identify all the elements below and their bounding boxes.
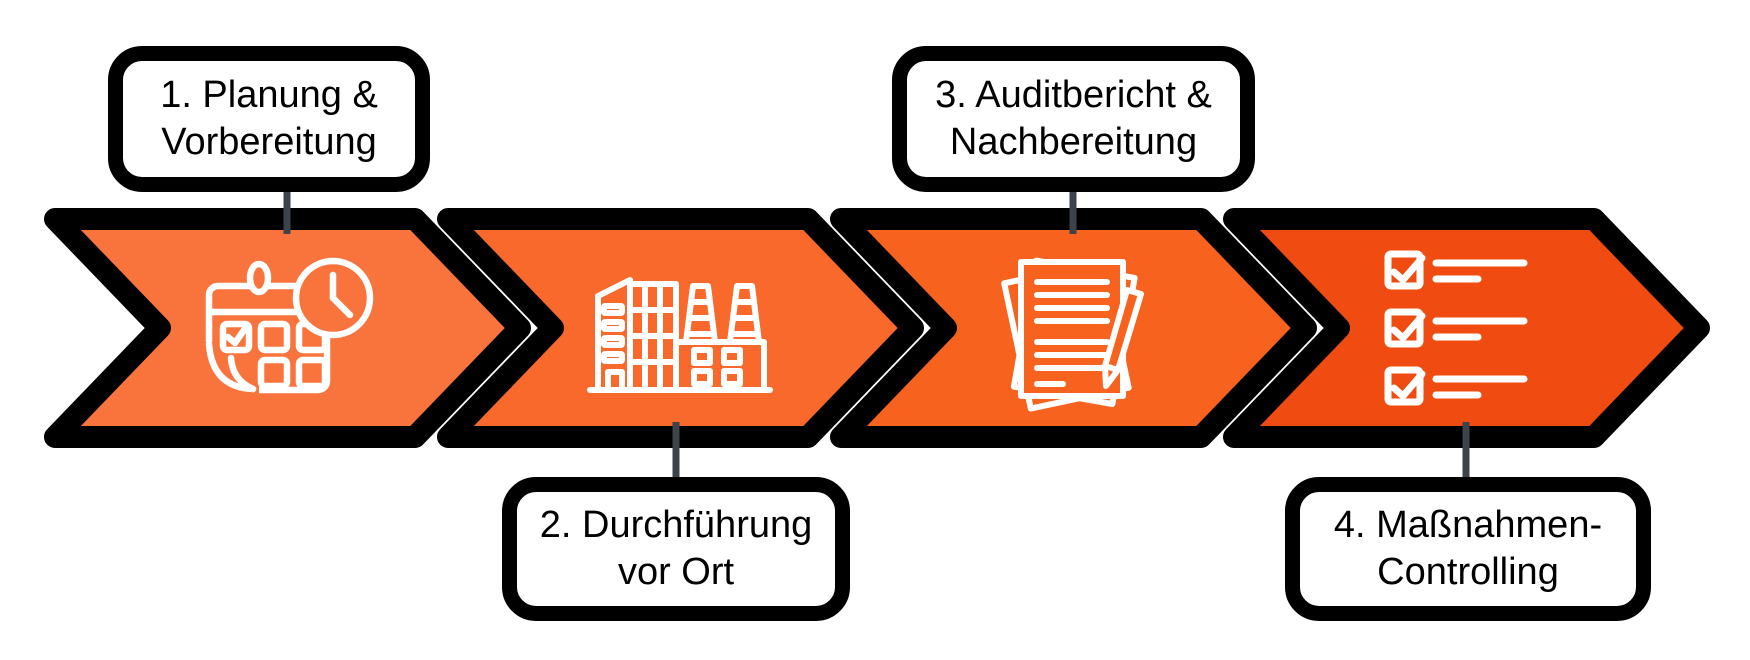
- factory-window: [691, 347, 713, 366]
- chevron-step-2: [437, 208, 924, 448]
- step-4-label-box: 4. Maßnahmen- Controlling: [1285, 477, 1651, 621]
- step-1-label-line-1: 1. Planung &: [160, 73, 378, 116]
- clock-hand-hour: [329, 294, 354, 319]
- calendar-cell: [295, 356, 329, 390]
- checklist-row: [1384, 308, 1528, 348]
- page-curl-inner: [227, 354, 257, 393]
- check-mark: [1390, 312, 1426, 342]
- window-slit: [601, 335, 625, 348]
- calendar-cell: [257, 320, 291, 354]
- label-connectors: [283, 186, 1470, 482]
- step-4-label-line-2: Controlling: [1377, 551, 1559, 593]
- checkbox: [1384, 250, 1424, 290]
- step-4-label-line-1: 4. Maßnahmen-: [1333, 503, 1603, 546]
- factory-building-icon: [587, 277, 773, 393]
- step-2-label-box: 2. Durchführung vor Ort: [502, 477, 850, 621]
- checklist-row: [1384, 250, 1528, 290]
- chevron-step-4: [1223, 208, 1710, 448]
- factory-window: [721, 368, 743, 387]
- check-mark: [1390, 370, 1426, 400]
- checklist-icon: [1384, 250, 1528, 406]
- audit-report-pen-icon: [1001, 257, 1144, 412]
- checkbox: [1384, 308, 1424, 348]
- calendar-cell-checked: [219, 320, 253, 354]
- window-slit: [601, 351, 625, 364]
- checkbox: [1384, 366, 1424, 406]
- window-slit: [601, 319, 625, 332]
- window-slit: [601, 303, 625, 316]
- step-2-label-line-2: vor Ort: [617, 551, 735, 593]
- step-2-label-line-1: 2. Durchführung: [539, 503, 813, 546]
- calendar-clock-icon: [203, 257, 374, 396]
- pen-nib-line: [1102, 363, 1121, 373]
- step-3-label-box: 3. Auditbericht & Nachbereitung: [892, 46, 1255, 192]
- factory-window: [721, 347, 743, 366]
- checklist-row: [1384, 366, 1528, 406]
- step-1-label-box: 1. Planung & Vorbereitung: [108, 46, 430, 192]
- calendar-binder-ring: [246, 260, 272, 296]
- step-3-label-line-1: 3. Auditbericht &: [935, 73, 1212, 116]
- step-1-label-line-2: Vorbereitung: [161, 121, 377, 163]
- check-mark: [1390, 254, 1426, 284]
- pen: [1102, 287, 1144, 389]
- step-3-label-line-2: Nachbereitung: [949, 121, 1198, 163]
- calendar-cell: [257, 356, 291, 390]
- calendar-cell-check-mark: [224, 326, 248, 347]
- factory-window: [691, 368, 713, 387]
